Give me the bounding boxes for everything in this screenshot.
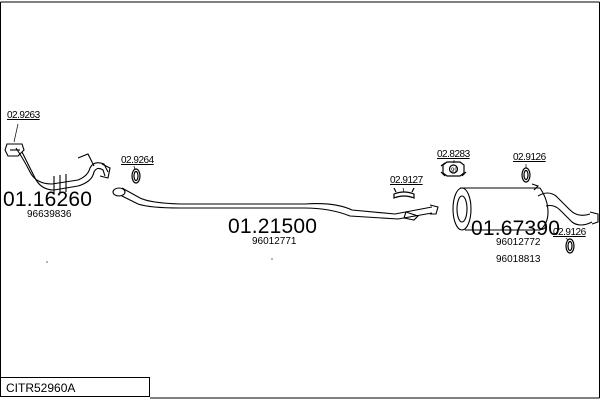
diagram-code-box: CITR52960A — [0, 377, 150, 397]
front-pipe-oem: 96639836 — [27, 209, 72, 220]
front-pipe-drawing — [4, 143, 111, 194]
stray-marks — [46, 258, 273, 263]
bracket-rear-drawing: 99 — [440, 161, 467, 177]
middle-pipe-drawing — [112, 187, 439, 221]
bracket-inner-mark: 99 — [451, 168, 458, 174]
label-clamp-middle: 02.9127 — [390, 175, 423, 186]
label-bracket-rear: 02.8283 — [437, 149, 470, 160]
leader-lines — [13, 123, 569, 241]
label-ring-front: 02.9264 — [121, 155, 154, 166]
ring-rear-bottom-drawing — [565, 238, 575, 254]
rear-silencer-oem-2: 96018813 — [496, 254, 541, 265]
ring-front-drawing — [131, 168, 141, 184]
label-front-gasket: 02.9263 — [7, 110, 40, 121]
clamp-middle-drawing — [393, 187, 415, 199]
middle-pipe-oem: 96012771 — [252, 236, 297, 247]
middle-pipe-number: 01.21500 — [228, 215, 318, 238]
ring-rear-top-drawing — [521, 167, 531, 183]
label-ring-rear-top: 02.9126 — [513, 152, 546, 163]
label-ring-rear-bottom: 02.9126 — [553, 227, 586, 238]
rear-silencer-number: 01.67390 — [471, 217, 561, 240]
diagram-code: CITR52960A — [6, 381, 76, 395]
rear-silencer-drawing — [452, 183, 599, 231]
front-pipe-number: 01.16260 — [3, 188, 93, 211]
rear-silencer-oem-1: 96012772 — [496, 237, 541, 248]
